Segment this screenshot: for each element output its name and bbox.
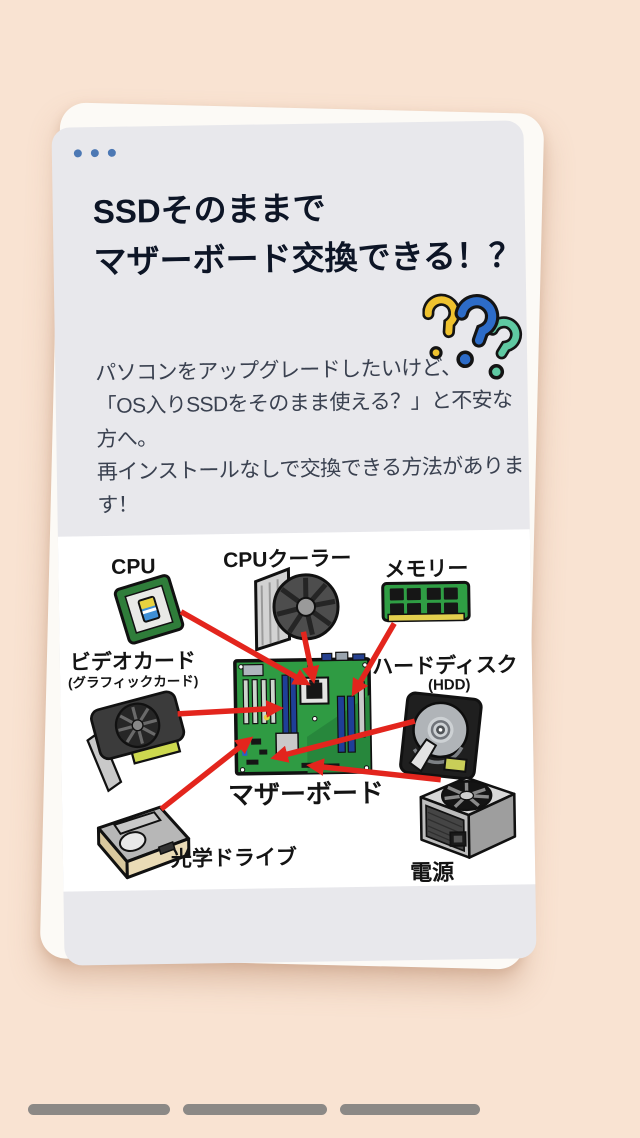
content-card: SSDそのままで マザーボード交換できる！？ パソコンをアップグレードしたいけど…: [51, 120, 537, 966]
label-memory: メモリー: [384, 557, 468, 581]
indicator-bar: [28, 1104, 170, 1115]
connection-arrows: [159, 609, 442, 812]
label-hdd: ハードディスク: [372, 653, 518, 679]
cpu-cooler-icon: [254, 566, 340, 652]
window-dots: [73, 148, 116, 158]
power-supply-icon: [419, 776, 517, 859]
dot-icon: [73, 149, 82, 158]
bottom-page-indicators: [0, 1104, 640, 1115]
label-hdd-sub: (HDD): [428, 676, 471, 694]
label-psu: 電源: [410, 860, 454, 886]
optical-drive-icon: [96, 805, 191, 880]
components-diagram: CPU CPUクーラー メモリー ビデオカード (グラフィックカード) ハードデ…: [57, 529, 536, 892]
label-cooler: CPUクーラー: [223, 547, 352, 572]
label-optical: 光学ドライブ: [170, 845, 297, 871]
label-cpu: CPU: [111, 555, 156, 579]
body-text: パソコンをアップグレードしたいけど、 「OS入りSSDをそのまま使える？」と不安…: [95, 356, 524, 518]
indicator-bar: [183, 1104, 327, 1115]
label-gpu-sub: (グラフィックカード): [68, 673, 198, 691]
label-motherboard: マザーボード: [228, 778, 384, 810]
dot-icon: [107, 148, 116, 157]
memory-icon: [381, 580, 471, 623]
page-title: SSDそのままで マザーボード交換できる！？: [92, 189, 523, 281]
question-marks-icon: [422, 286, 524, 388]
video-card-icon: [86, 690, 186, 793]
cpu-icon: [113, 574, 185, 645]
indicator-bar: [340, 1104, 480, 1115]
hdd-icon: [399, 691, 483, 781]
motherboard-icon: [233, 651, 373, 776]
label-gpu: ビデオカード: [70, 649, 196, 675]
dot-icon: [90, 149, 99, 158]
